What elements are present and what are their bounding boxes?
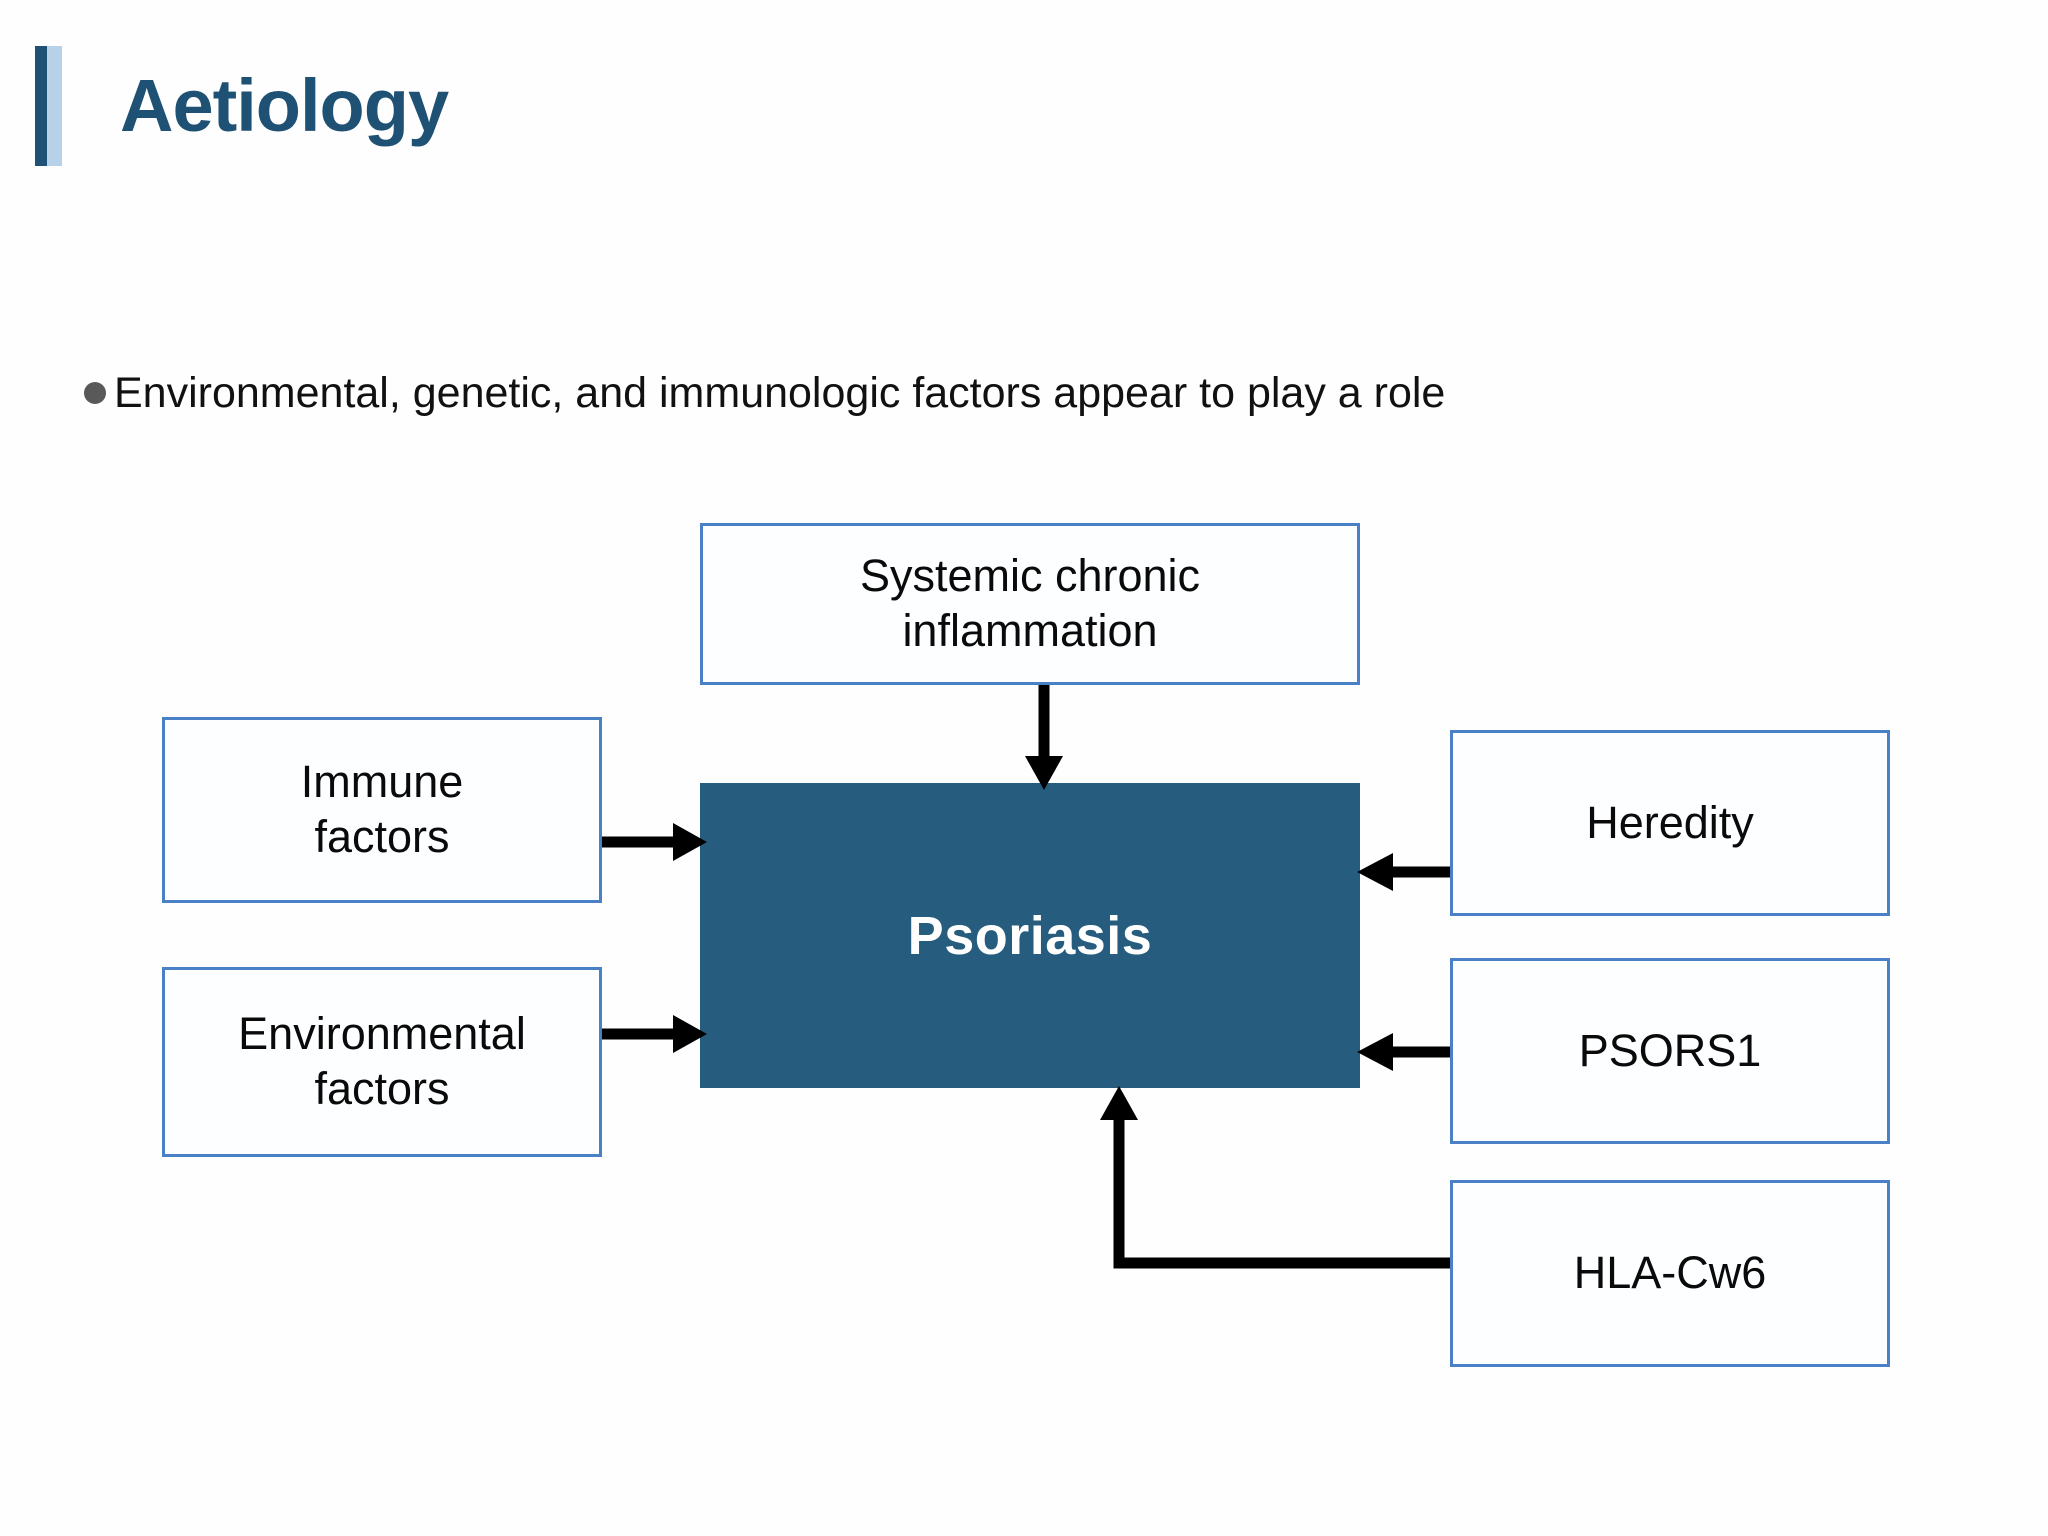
title-accent-bar-dark <box>35 46 47 166</box>
node-psoriasis-label: Psoriasis <box>907 905 1153 966</box>
title-block: Aetiology <box>35 46 449 166</box>
node-label: Environmental factors <box>238 1008 526 1114</box>
node-heredity: Heredity <box>1450 730 1890 916</box>
node-environmental-factors: Environmental factors <box>162 967 602 1157</box>
arrow-systemic-to-psoriasis <box>1025 685 1063 790</box>
node-label: Systemic chronic inflammation <box>859 550 1201 656</box>
arrow-psors1-to-psoriasis <box>1357 1033 1450 1071</box>
node-hla-cw6: HLA-Cw6 <box>1450 1180 1890 1367</box>
node-label: Heredity <box>1586 796 1754 848</box>
arrow-environmental-to-psoriasis <box>602 1015 707 1053</box>
arrow-immune-to-psoriasis <box>602 823 707 861</box>
arrow-heredity-to-psoriasis <box>1357 853 1450 891</box>
node-label: Immune factors <box>300 756 464 862</box>
bullet-line: Environmental, genetic, and immunologic … <box>84 362 1445 424</box>
node-label: PSORS1 <box>1578 1024 1762 1076</box>
node-label: HLA-Cw6 <box>1573 1247 1767 1299</box>
bullet-dot-icon <box>84 382 106 404</box>
node-psoriasis: Psoriasis <box>700 783 1360 1088</box>
arrow-hla-to-psoriasis <box>1100 1086 1450 1269</box>
node-immune-factors: Immune factors <box>162 717 602 903</box>
title-accent-bar-light <box>47 46 62 166</box>
node-psors1: PSORS1 <box>1450 958 1890 1144</box>
bullet-text: Environmental, genetic, and immunologic … <box>114 369 1446 417</box>
node-systemic-chronic-inflammation: Systemic chronic inflammation <box>700 523 1360 685</box>
page-title: Aetiology <box>120 64 449 147</box>
